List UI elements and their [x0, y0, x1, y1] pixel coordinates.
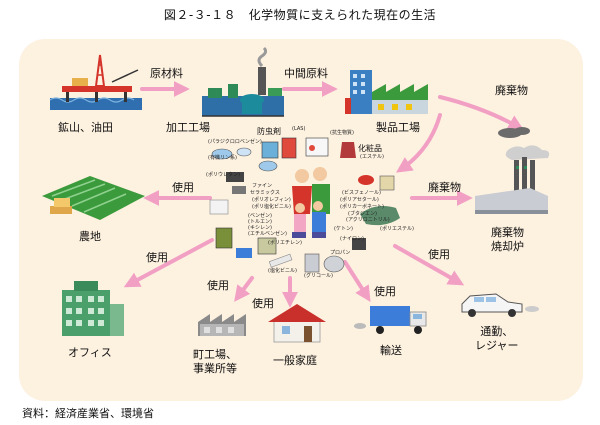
- arrow-use-transport: [343, 260, 371, 303]
- product-label-bisphenol: (ビスフェノール): [342, 190, 381, 196]
- product-label-polycarbonate: (ポリカーボネート): [340, 204, 384, 210]
- arrow-label-use-home: 使用: [252, 297, 274, 310]
- car-illustration: [461, 293, 539, 317]
- arrow-use-office: [123, 238, 214, 288]
- arrow-waste-top: [438, 95, 525, 131]
- arrow-use-commute: [393, 244, 465, 286]
- product-label-polyester: (ポリエステル): [380, 226, 414, 232]
- product-label-xylene: (キシレン): [248, 225, 272, 231]
- product-factory-illustration: [345, 70, 428, 114]
- office-label: オフィス: [68, 346, 112, 359]
- town-factory-label-line1: 町工場、: [193, 348, 237, 361]
- product-label-ketone: (ケトン): [334, 226, 353, 232]
- product-label-polyacetal: (ポリアセタール): [340, 197, 379, 203]
- truck-illustration: [354, 306, 427, 334]
- product-label-toluene: (トルエン): [248, 219, 272, 225]
- product-label-paradichlorobenzene: (パラジクロロベンゼン): [208, 139, 262, 145]
- arrow-factory-to-center: [396, 113, 442, 173]
- product-label-polyolefin: (ポリオレフィン): [252, 197, 291, 203]
- product-label-insect-repellent: 防虫剤: [257, 127, 281, 136]
- product-label-fine-ceramics-1: ファイン: [252, 183, 273, 189]
- town-factory-label-line2: 事業所等: [193, 362, 237, 375]
- arrow-label-use-commute: 使用: [428, 248, 450, 261]
- product-label-organic-phosphorus: (有機リン系): [208, 155, 237, 161]
- commute-label-line1: 通勤、: [480, 325, 514, 338]
- smoke-cloud-illustration: [498, 127, 530, 138]
- product-label-acrylonitrile: (アクリロニトリル): [346, 217, 390, 223]
- house-illustration: [268, 304, 326, 343]
- product-label-polyethylene: (ポリエチレン): [268, 240, 302, 246]
- arrow-label-use-office: 使用: [146, 251, 168, 264]
- product-label-nylon: (ナイロン): [340, 236, 364, 242]
- oil-rig-illustration: [49, 54, 142, 110]
- product-label-polyvinyl-chloride-2: (塩化ビニル): [268, 268, 297, 274]
- product-label-ethylbenzene: (エチルベンゼン): [248, 231, 287, 237]
- incinerator-label-line2: 焼却炉: [491, 240, 524, 253]
- farm-illustration: [42, 176, 145, 220]
- town-factory-illustration: [198, 314, 246, 336]
- transport-label: 輸送: [380, 344, 402, 357]
- product-label-las: (LAS): [292, 126, 306, 132]
- product-label-butadiene: (ブタジエン): [348, 211, 377, 217]
- arrow-label-waste-middle: 廃棄物: [428, 181, 461, 194]
- incinerator-label-line1: 廃棄物: [491, 226, 524, 239]
- arrow-label-use-town: 使用: [207, 279, 229, 292]
- arrow-label-raw-material: 原材料: [150, 67, 183, 80]
- product-label-benzene: (ベンゼン): [248, 213, 272, 219]
- incinerator-illustration: [475, 145, 550, 214]
- home-label: 一般家庭: [273, 354, 317, 367]
- product-label-polyvinyl-chloride: (ポリ塩化ビニル): [252, 204, 291, 210]
- product-label-propane: プロパン: [330, 250, 351, 256]
- office-illustration: [62, 281, 124, 336]
- product-label-polyurethane: (ポリウレタン): [206, 172, 240, 178]
- town-factory-label: 町工場、 事業所等: [193, 348, 237, 376]
- commute-label-line2: レジャー: [475, 339, 519, 352]
- product-label-antibacterial: (抗生物質): [330, 130, 354, 136]
- source-note: 資料：経済産業省、環境省: [22, 407, 154, 420]
- product-label-cosmetics: 化粧品: [358, 144, 382, 153]
- arrow-label-waste-top: 廃棄物: [495, 84, 528, 97]
- product-label-fine-ceramics-2: セラミックス: [250, 190, 280, 196]
- incinerator-label: 廃棄物 焼却炉: [491, 226, 524, 254]
- figure-title: 図２-３-１８ 化学物質に支えられた現在の生活: [163, 8, 437, 22]
- processing-plant-label: 加工工場: [166, 121, 210, 134]
- arrow-label-use-farm: 使用: [172, 181, 194, 194]
- product-label-ester: (エステル): [360, 154, 384, 160]
- commute-label: 通勤、 レジャー: [475, 325, 518, 353]
- arrow-use-town: [234, 276, 254, 302]
- mine-label: 鉱山、油田: [58, 121, 113, 134]
- processing-plant-illustration: [202, 46, 284, 117]
- product-label-glycol: (グリコール): [304, 273, 333, 279]
- arrow-label-use-transport: 使用: [374, 285, 396, 298]
- arrow-label-intermediate: 中間原料: [284, 67, 328, 80]
- product-cluster-illustration: [209, 137, 400, 273]
- farm-label: 農地: [79, 230, 101, 243]
- product-factory-label: 製品工場: [376, 121, 420, 134]
